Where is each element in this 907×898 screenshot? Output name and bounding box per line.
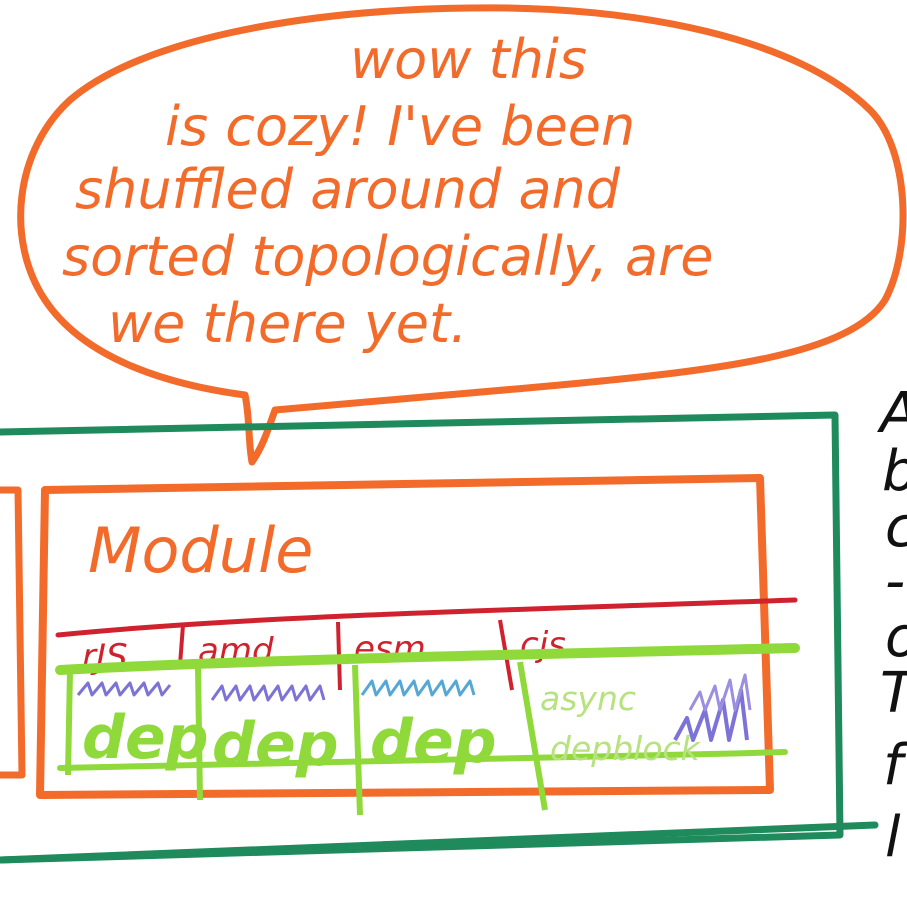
dependency-grid-bottom (57, 749, 788, 771)
dependency-grid-top (55, 643, 800, 675)
right-text-5: o (885, 605, 907, 670)
dep-label-esm: dep (370, 707, 497, 777)
dependency-grid-left (65, 669, 73, 776)
speech-line-5: we there yet. (108, 292, 467, 355)
right-text-8: l (885, 805, 901, 870)
async-label-line-2: depblock (550, 729, 702, 768)
dependency-tab-line (55, 597, 798, 638)
scribble-amd (210, 684, 326, 702)
tab-separator-1 (178, 624, 185, 666)
module-title: Module (88, 514, 313, 587)
outer-chunk-box-bottom-extension (0, 821, 879, 864)
dependency-grid-divider-2 (352, 664, 363, 816)
dep-label-amd: dep (212, 710, 339, 780)
right-text-1: A (877, 381, 907, 446)
scribble-async (673, 673, 752, 742)
left-partial-module-box (0, 486, 26, 779)
speech-line-4: sorted topologically, are (62, 225, 713, 288)
speech-line-2: is cozy! I've been (165, 95, 635, 158)
async-label-line-1: async (540, 679, 636, 718)
speech-line-3: shuffled around and (75, 158, 621, 221)
dependency-grid-divider-1 (195, 667, 203, 801)
right-text-3: c (885, 495, 907, 560)
scribble-esm (360, 679, 476, 697)
speech-line-1: wow this (350, 28, 587, 91)
dependency-grid-divider-3 (517, 661, 548, 811)
scribble-rjs (76, 681, 172, 697)
right-text-2: b (882, 439, 907, 504)
dep-label-rjs: dep (82, 703, 209, 773)
right-text-6: T (880, 661, 907, 726)
speech-bubble-outline (17, 4, 907, 466)
module-box (36, 474, 774, 799)
outer-chunk-box (0, 411, 844, 864)
right-text-4: - (885, 549, 905, 614)
